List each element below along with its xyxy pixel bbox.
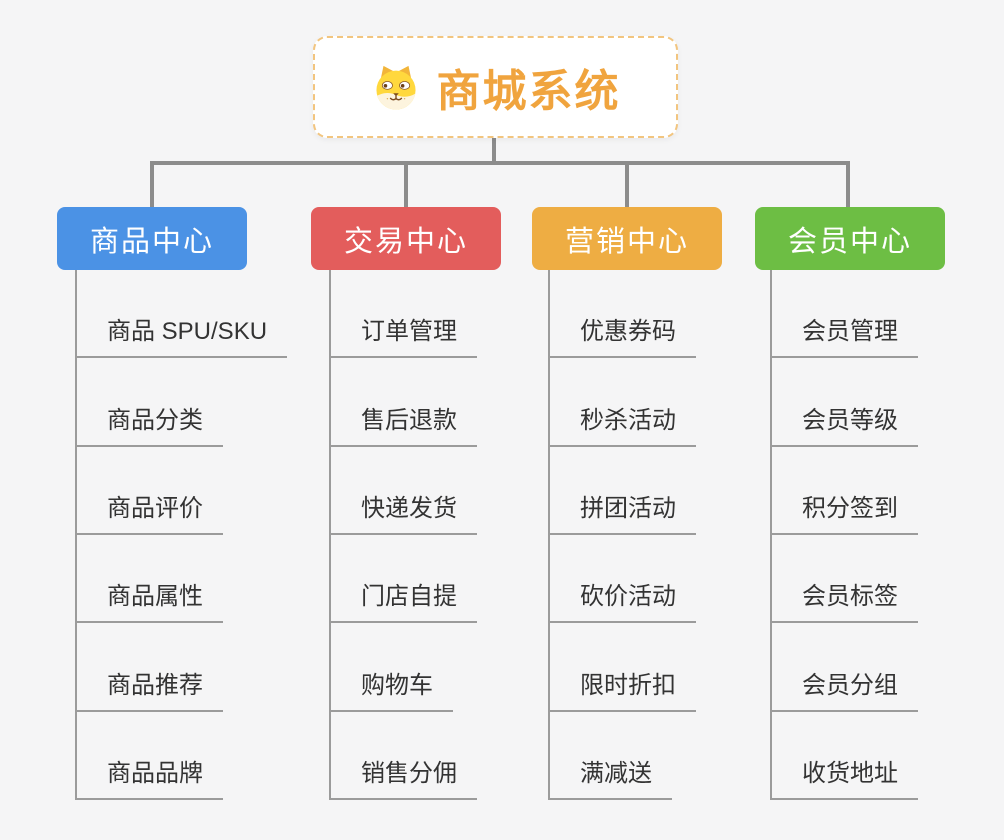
leaf-node[interactable]: 会员管理	[772, 311, 918, 359]
leaf-node[interactable]: 收货地址	[772, 753, 918, 800]
branch-children-trade-center: 订单管理 售后退款 快递发货 门店自提 购物车 销售分佣	[329, 270, 477, 800]
leaf-node[interactable]: 商品推荐	[77, 665, 223, 712]
leaf-node[interactable]: 售后退款	[331, 400, 477, 447]
root-title: 商城系统	[436, 67, 621, 116]
leaf-node[interactable]: 会员等级	[772, 400, 918, 447]
branch-label: 营销中心	[564, 225, 689, 258]
leaf-node[interactable]: 商品品牌	[77, 753, 223, 800]
leaf-node[interactable]: 拼团活动	[550, 488, 696, 535]
branch-children-marketing-center: 优惠券码 秒杀活动 拼团活动 砍价活动 限时折扣 满减送	[548, 270, 696, 800]
leaf-node[interactable]: 商品属性	[77, 576, 223, 624]
leaf-node[interactable]: 优惠券码	[550, 311, 696, 359]
connector-drop-trade	[404, 161, 408, 207]
connector-drop-marketing	[625, 161, 629, 207]
branch-node-trade-center[interactable]: 交易中心	[311, 207, 501, 270]
leaf-node[interactable]: 积分签到	[772, 488, 918, 535]
branch-label: 交易中心	[343, 225, 468, 258]
branch-label: 商品中心	[89, 225, 214, 258]
connector-drop-product	[150, 161, 154, 207]
dog-face-icon	[375, 65, 416, 110]
leaf-node[interactable]: 商品评价	[77, 488, 223, 535]
leaf-node[interactable]: 限时折扣	[550, 665, 696, 712]
leaf-node[interactable]: 满减送	[550, 753, 672, 800]
connector-horizontal	[150, 161, 850, 165]
leaf-node[interactable]: 购物车	[331, 665, 453, 712]
leaf-node[interactable]: 砍价活动	[550, 576, 696, 624]
branch-label: 会员中心	[787, 225, 912, 258]
branch-children-member-center: 会员管理 会员等级 积分签到 会员标签 会员分组 收货地址	[770, 270, 918, 800]
branch-children-product-center: 商品 SPU/SKU 商品分类 商品评价 商品属性 商品推荐 商品品牌	[75, 270, 288, 800]
connector-root-stem	[492, 138, 496, 163]
branch-node-marketing-center[interactable]: 营销中心	[532, 207, 722, 270]
branch-node-product-center[interactable]: 商品中心	[57, 207, 247, 270]
leaf-node[interactable]: 销售分佣	[331, 753, 477, 800]
leaf-node[interactable]: 会员标签	[772, 576, 918, 624]
leaf-node[interactable]: 商品分类	[77, 400, 223, 447]
leaf-node[interactable]: 快递发货	[331, 488, 477, 535]
leaf-node[interactable]: 商品 SPU/SKU	[77, 311, 288, 359]
root-node[interactable]: 商城系统	[313, 36, 678, 138]
leaf-node[interactable]: 会员分组	[772, 665, 918, 712]
branch-node-member-center[interactable]: 会员中心	[755, 207, 945, 270]
leaf-node[interactable]: 秒杀活动	[550, 400, 696, 447]
leaf-node[interactable]: 订单管理	[331, 311, 477, 359]
leaf-node[interactable]: 门店自提	[331, 576, 477, 624]
connector-drop-member	[846, 161, 850, 207]
